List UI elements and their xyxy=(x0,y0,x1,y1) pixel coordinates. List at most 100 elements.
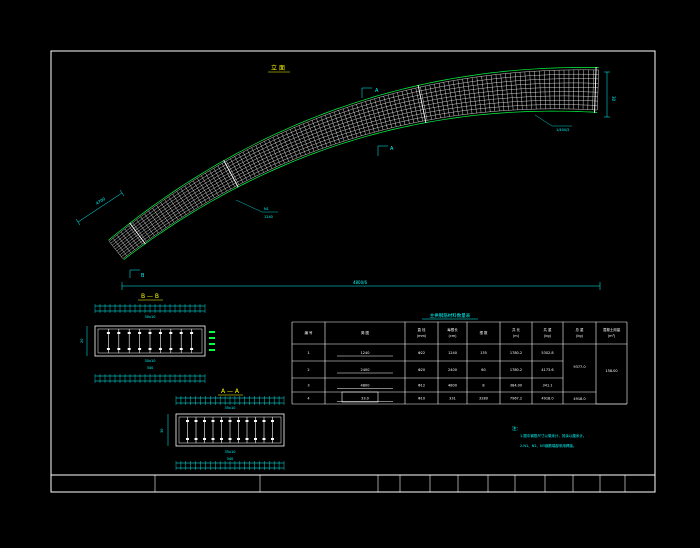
table-cell-weight: 341.1 xyxy=(542,384,552,388)
arch-transverse-bar xyxy=(152,207,167,228)
arch-transverse-bar xyxy=(510,73,514,111)
mid-callout-sub: 1240 xyxy=(264,215,273,219)
arch-transverse-bar xyxy=(221,163,235,187)
rebar-dot xyxy=(179,348,183,350)
section-a-outline xyxy=(175,413,285,447)
table-header-cell: 总 重 xyxy=(575,327,584,332)
rebar-dot xyxy=(148,332,152,334)
section-b-side-marks xyxy=(209,331,215,351)
section-b-stirrups xyxy=(106,329,194,353)
arch-transverse-bar xyxy=(360,102,371,134)
arch-transverse-bar xyxy=(434,84,441,118)
arch-transverse-bar xyxy=(160,202,175,223)
table-cell-dia: Φ10 xyxy=(418,397,425,401)
arch-transverse-bar xyxy=(397,92,406,125)
arch-transverse-bar xyxy=(140,216,155,236)
table-header-cell: 简 图 xyxy=(361,330,370,335)
arch-transverse-bar xyxy=(320,116,332,146)
arch-transverse-bar xyxy=(168,196,183,218)
arch-transverse-bar xyxy=(192,180,207,203)
arch-segment-joint xyxy=(223,160,239,188)
arch-transverse-bar xyxy=(534,71,537,110)
arch-transverse-bar xyxy=(505,73,509,111)
arch-transverse-bar xyxy=(365,101,375,133)
arch-transverse-bar xyxy=(205,173,219,196)
table-cell-shape: 2400 xyxy=(361,368,370,372)
arch-transverse-bar xyxy=(582,69,584,110)
table-cell-len: 4800 xyxy=(448,384,457,388)
arch-transverse-bar xyxy=(213,168,227,192)
arch-transverse-bar xyxy=(164,199,179,220)
arch-transverse-bar xyxy=(429,84,437,119)
rebar-dot xyxy=(211,420,215,422)
section-b-bottom-width: 30x10 xyxy=(145,359,156,363)
rebar-dot xyxy=(245,438,249,440)
arch-transverse-bar xyxy=(303,123,315,152)
elevation-title: 立 面 xyxy=(271,64,285,72)
table-cell-no: 4 xyxy=(307,397,310,401)
arch-longitudinal-bar xyxy=(109,69,599,242)
arch-transverse-bar xyxy=(471,77,477,114)
rebar-dot xyxy=(220,438,223,440)
arch-transverse-bar xyxy=(587,69,589,110)
section-cut-a-label-bottom: A xyxy=(390,146,394,152)
table-cell-dia: Φ22 xyxy=(418,351,425,355)
arch-transverse-bar xyxy=(264,141,277,167)
section-b-title: B — B xyxy=(141,293,159,300)
table-cell-no: 2 xyxy=(307,368,309,372)
arch-transverse-bar xyxy=(294,127,306,155)
section-a-total: 340 xyxy=(227,457,234,461)
section-cut-a xyxy=(361,87,388,156)
table-header-cell: 共 重 xyxy=(543,327,552,332)
arch-transverse-bar xyxy=(217,165,231,190)
table-title: 主拱钢筋材料数量表 xyxy=(430,312,471,319)
arch-transverse-bar xyxy=(467,78,473,114)
arch-transverse-bar xyxy=(333,111,345,142)
arch-transverse-bar xyxy=(347,107,358,138)
arch-transverse-bar xyxy=(268,139,281,166)
arch-transverse-bar xyxy=(272,137,285,164)
arch-transverse-bar xyxy=(112,238,127,256)
table-cell-len: 1240 xyxy=(448,351,457,355)
arch-longitudinal-bar xyxy=(118,95,598,254)
table-cell-shape: 1240 xyxy=(361,351,370,355)
arch-transverse-bar xyxy=(234,156,248,181)
arch-transverse-bar xyxy=(120,231,135,250)
rebar-dot xyxy=(203,420,206,422)
section-b-bottom-dimension xyxy=(94,374,206,383)
arch-transverse-bar xyxy=(238,154,252,179)
arch-transverse-bar xyxy=(128,225,143,245)
section-a-bottom-width: 35x10 xyxy=(225,450,236,454)
section-b-top-width: 30x10 xyxy=(145,315,156,319)
arch-transverse-bar xyxy=(388,94,397,127)
section-a-bottom-dimension xyxy=(175,461,285,470)
table-cell-no: 1 xyxy=(307,351,309,355)
section-b-height: 20 xyxy=(80,339,84,343)
arch-transverse-bar xyxy=(307,121,319,150)
title-block xyxy=(154,475,626,492)
overall-dimension-line xyxy=(121,282,601,290)
arch-longitudinal-bar xyxy=(113,82,599,248)
arch-transverse-bar xyxy=(486,75,491,112)
arch-transverse-bar xyxy=(298,125,311,154)
left-width-dimension xyxy=(75,189,125,226)
rebar-dot xyxy=(237,438,240,440)
arch-transverse-bar xyxy=(329,113,340,143)
arch-transverse-bar xyxy=(462,79,468,115)
table-cell-shape: 33.0 xyxy=(361,397,369,401)
rebar-dot xyxy=(138,348,142,350)
arch-transverse-bar xyxy=(285,131,298,159)
arch-transverse-bar xyxy=(176,191,191,213)
left-width-label: 4700 xyxy=(95,196,107,206)
notes: 注： 1.图中钢筋尺寸以毫米计，其余以厘米计。 2.N1、N2、N3钢筋端部采用… xyxy=(512,425,586,448)
arch-transverse-bar xyxy=(578,69,580,110)
section-cut-b-label: B xyxy=(141,273,145,279)
arch-transverse-bar xyxy=(325,115,336,144)
arch-contour xyxy=(108,67,599,241)
table-cell-weight: 5302.8 xyxy=(541,351,553,355)
section-b-outline xyxy=(94,325,206,357)
arch-rebar-grid xyxy=(108,66,599,260)
arch-transverse-bar xyxy=(144,213,159,234)
arch-longitudinal-bar xyxy=(119,99,598,255)
